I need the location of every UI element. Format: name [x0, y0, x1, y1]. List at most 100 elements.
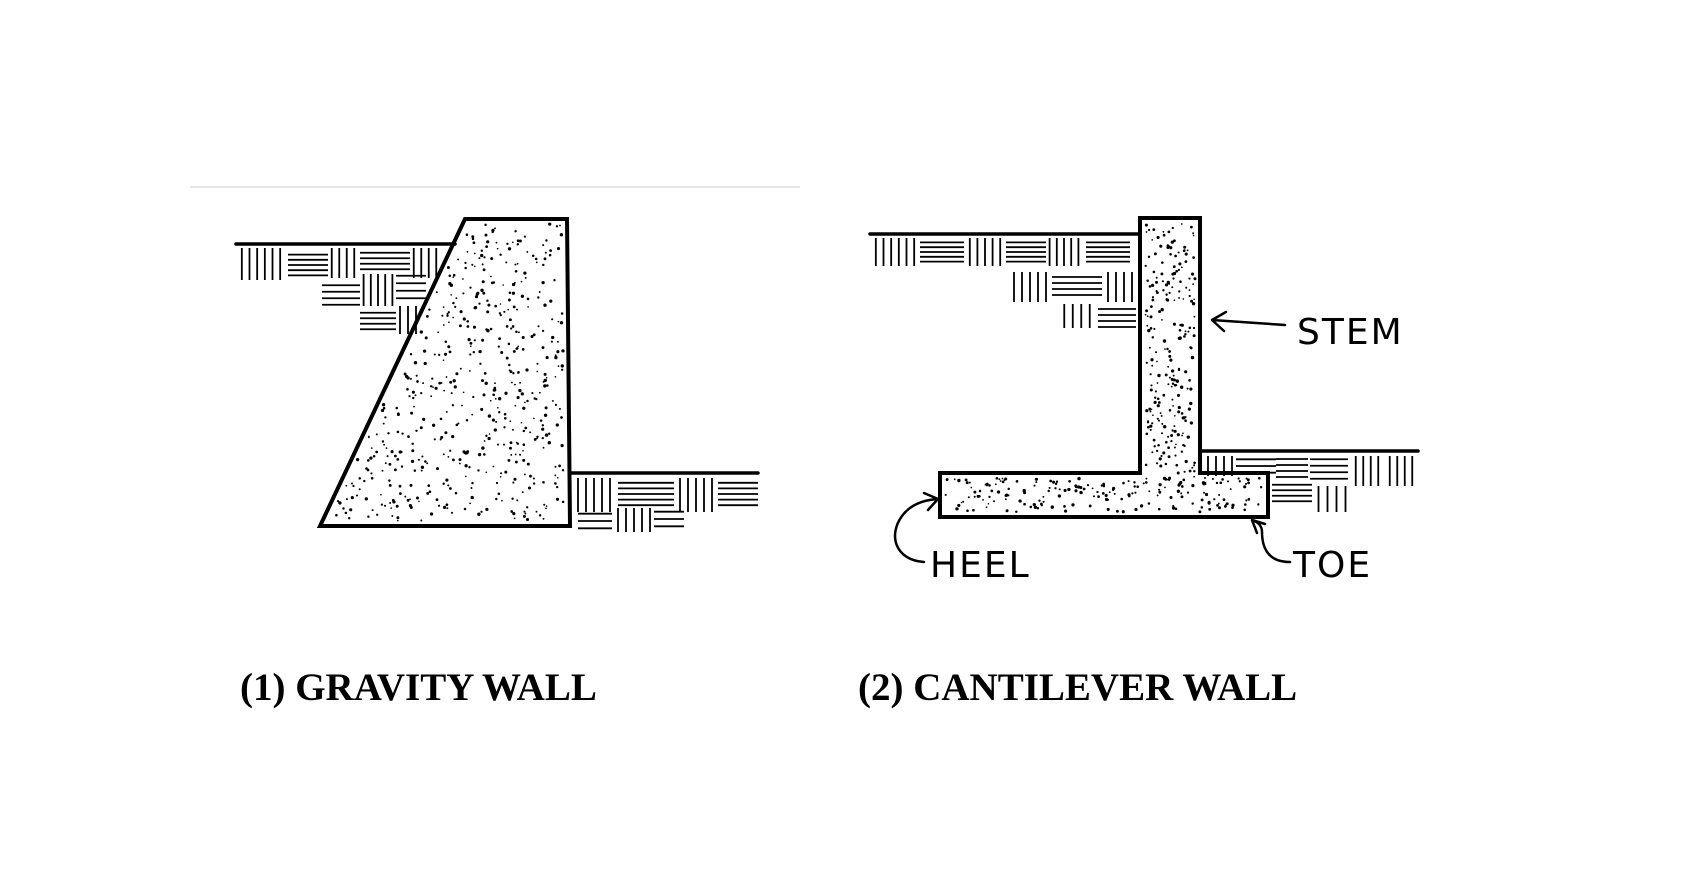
cantilever-wall-concrete-stipple-dot: [1097, 495, 1100, 498]
cantilever-wall-concrete-stipple-dot: [1182, 432, 1184, 435]
cantilever-wall-concrete-stipple-dot: [1170, 369, 1175, 373]
gravity-wall-concrete-stipple-dot: [397, 412, 400, 416]
cantilever-wall-concrete-stipple-dot: [1173, 383, 1177, 387]
gravity-wall-concrete-stipple-dot: [428, 490, 432, 494]
gravity-wall-concrete-stipple-dot: [516, 243, 520, 246]
cantilever-wall-concrete-stipple-dot: [1172, 239, 1176, 243]
gravity-wall-concrete-stipple-dot: [533, 397, 536, 400]
cantilever-wall-concrete-stipple-dot: [1004, 477, 1008, 481]
cantilever-wall-concrete-stipple-dot: [1063, 505, 1066, 508]
cantilever-wall-concrete-stipple-dot: [1243, 508, 1246, 512]
gravity-wall-concrete-stipple-dot: [455, 372, 459, 376]
cantilever-wall-concrete-stipple-dot: [1170, 434, 1174, 437]
cantilever-wall-concrete-stipple-dot: [1156, 494, 1159, 497]
cantilever-wall-concrete-stipple-dot: [1029, 505, 1033, 509]
gravity-wall-concrete-stipple-dot: [560, 416, 563, 419]
cantilever-wall-concrete-stipple-dot: [1151, 364, 1154, 367]
gravity-wall-concrete-stipple-dot: [414, 394, 417, 397]
cantilever-wall-concrete-stipple-dot: [1192, 326, 1196, 330]
cantilever-wall-concrete-stipple-dot: [1058, 488, 1061, 491]
cantilever-wall-concrete-stipple-dot: [1120, 497, 1124, 501]
gravity-wall-concrete-stipple-dot: [393, 468, 397, 472]
gravity-wall-concrete-stipple-dot: [409, 353, 413, 356]
cantilever-wall-concrete-stipple-dot: [1144, 264, 1147, 268]
cantilever-wall-concrete-stipple-dot: [1148, 407, 1152, 411]
gravity-wall-concrete-stipple-dot: [495, 481, 499, 485]
cantilever-wall-concrete-stipple-dot: [1161, 319, 1163, 321]
cantilever-wall-concrete-stipple-dot: [1172, 504, 1175, 507]
cantilever-wall-concrete-stipple-dot: [1042, 500, 1045, 503]
cantilever-wall-concrete-stipple-dot: [1134, 507, 1138, 512]
cantilever-wall-concrete-stipple-dot: [1102, 485, 1106, 488]
cantilever-wall-concrete-stipple-dot: [1048, 486, 1051, 489]
cantilever-wall-concrete-stipple-dot: [1167, 446, 1170, 450]
gravity-wall-concrete-stipple-dot: [469, 502, 472, 505]
gravity-wall-concrete-stipple-dot: [483, 256, 486, 259]
cantilever-wall-concrete-stipple-dot: [1193, 315, 1196, 318]
gravity-wall-concrete-stipple-dot: [532, 477, 535, 480]
cantilever-wall-concrete-stipple-dot: [1177, 405, 1181, 410]
cantilever-wall-concrete-stipple-dot: [1182, 298, 1185, 300]
gravity-wall-concrete-stipple-dot: [522, 406, 526, 410]
gravity-wall-concrete-stipple-dot: [447, 484, 450, 487]
cantilever-wall-concrete-stipple-dot: [1193, 469, 1196, 473]
gravity-wall-concrete-stipple-dot: [545, 239, 548, 242]
gravity-wall-concrete-stipple-dot: [506, 242, 509, 245]
gravity-wall-concrete-stipple-dot: [442, 453, 445, 456]
gravity-wall-concrete-stipple-dot: [355, 494, 359, 497]
cantilever-wall-concrete-stipple-dot: [1167, 455, 1171, 459]
gravity-wall-concrete-stipple-dot: [521, 348, 525, 351]
gravity-wall-concrete-stipple-dot: [492, 281, 496, 284]
gravity-wall-concrete-stipple-dot: [496, 247, 499, 250]
gravity-wall-concrete-stipple-dot: [442, 324, 445, 326]
cantilever-wall-concrete-stipple-dot: [1004, 494, 1008, 497]
gravity-wall-concrete-stipple-dot: [453, 385, 457, 389]
gravity-wall-concrete-stipple-dot: [492, 465, 495, 468]
cantilever-wall-concrete-stipple-dot: [1201, 481, 1206, 485]
cantilever-wall-concrete-stipple-dot: [1088, 504, 1092, 508]
cantilever-wall-concrete-stipple-dot: [1177, 483, 1181, 487]
gravity-wall-concrete-stipple-dot: [420, 392, 423, 395]
heel-label: HEEL: [930, 545, 1031, 586]
cantilever-wall-concrete-stipple-dot: [1151, 296, 1155, 299]
gravity-wall-concrete-stipple-dot: [520, 294, 525, 298]
gravity-wall-concrete-stipple-dot: [557, 365, 560, 367]
gravity-wall-concrete-stipple-dot: [486, 310, 490, 314]
gravity-wall-concrete-stipple-dot: [416, 496, 419, 500]
gravity-wall-concrete-stipple-dot: [535, 510, 538, 513]
cantilever-wall-concrete-stipple-dot: [1183, 335, 1186, 338]
cantilever-wall-concrete-stipple-dot: [1148, 346, 1151, 349]
gravity-wall-concrete-stipple-dot: [485, 507, 489, 511]
gravity-wall-concrete-stipple-dot: [555, 497, 560, 501]
cantilever-wall-concrete-stipple-dot: [1158, 457, 1162, 461]
cantilever-wall-concrete-stipple-dot: [1185, 286, 1188, 289]
cantilever-wall-concrete-stipple-dot: [1184, 330, 1187, 333]
gravity-wall-concrete-stipple-dot: [549, 249, 552, 252]
cantilever-wall-concrete-stipple-dot: [964, 478, 968, 482]
cantilever-wall-concrete-stipple-dot: [1168, 350, 1171, 353]
gravity-wall-concrete-stipple-dot: [536, 362, 539, 365]
cantilever-wall-concrete-stipple-dot: [1133, 485, 1136, 488]
gravity-wall-concrete-stipple-dot: [450, 294, 453, 296]
gravity-wall-concrete-stipple-dot: [380, 408, 385, 413]
gravity-wall-concrete-stipple-dot: [509, 370, 513, 374]
cantilever-wall-concrete-stipple-dot: [1225, 503, 1227, 506]
gravity-wall-concrete-stipple-dot: [445, 503, 449, 507]
cantilever-wall-concrete-stipple-dot: [1171, 429, 1174, 432]
gravity-wall-concrete-stipple-dot: [413, 469, 417, 472]
gravity-wall-concrete-stipple-dot: [442, 306, 445, 308]
gravity-wall-concrete-stipple-dot: [500, 351, 504, 354]
gravity-wall-concrete-stipple-dot: [423, 361, 427, 366]
gravity-wall-concrete-stipple-dot: [498, 411, 501, 414]
gravity-wall-concrete-stipple-dot: [396, 516, 400, 520]
gravity-wall-concrete-stipple-dot: [418, 500, 420, 503]
gravity-wall-concrete-stipple-dot: [394, 454, 397, 458]
cantilever-wall-concrete-stipple-dot: [1218, 506, 1221, 510]
gravity-wall-concrete-stipple-dot: [464, 475, 467, 478]
gravity-wall-concrete-stipple-dot: [365, 467, 368, 470]
gravity-wall-concrete-stipple-dot: [496, 406, 499, 409]
gravity-wall-concrete-stipple-dot: [443, 505, 447, 509]
gravity-wall-concrete-stipple-dot: [412, 396, 415, 400]
gravity-wall-concrete-stipple-dot: [439, 438, 442, 441]
gravity-wall-concrete-stipple-dot: [503, 443, 505, 446]
